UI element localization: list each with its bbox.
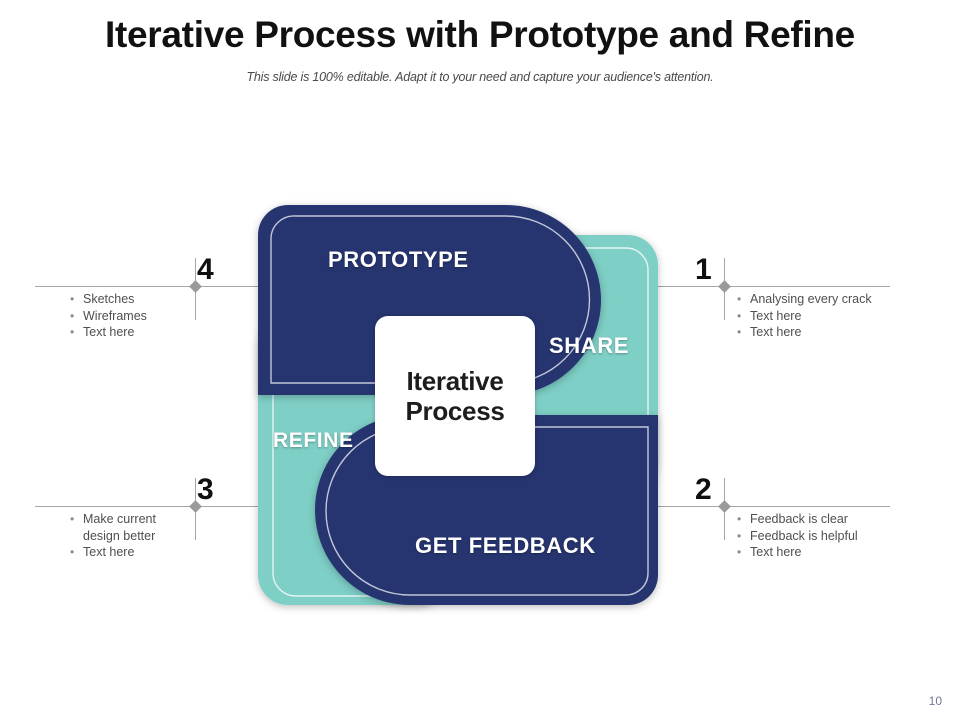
bullet-text: Feedback is helpful [750,528,858,543]
center-card-line1: Iterative [406,366,504,396]
list-item: • Text here [70,544,188,561]
pinwheel-svg [258,205,658,605]
list-item: • Text here [737,324,897,341]
iterative-process-diagram: PROTOTYPE SHARE GET FEEDBACK REFINE Iter… [248,195,668,615]
list-item: • Analysing every crack [737,291,897,308]
bullet-text: Sketches [83,292,135,306]
step-bullets-4: • Sketches • Wireframes • Text here [70,291,190,341]
bullet-text: Text here [750,325,802,339]
list-item: • Text here [737,544,897,561]
bullet-glyph: • [70,308,75,323]
bullet-glyph: • [737,545,742,559]
bullet-text: Text here [83,545,135,559]
list-item: • Feedback is helpful [737,528,897,545]
bullet-glyph: • [737,292,742,306]
list-item: • Text here [737,308,897,325]
bullet-glyph: • [737,528,742,543]
step-number-1: 1 [695,253,712,286]
list-item: • Make current design better [70,511,188,544]
connector-marker-step2 [718,500,731,513]
bullet-text: Analysing every crack [750,292,872,306]
step-number-2: 2 [695,473,712,506]
step-bullets-2: • Feedback is clear • Feedback is helpfu… [737,511,897,561]
center-card-line2: Process [405,396,505,426]
connector-marker-step1 [718,280,731,293]
step-bullets-3: • Make current design better • Text here [70,511,188,561]
bullet-text: Feedback is clear [750,512,848,526]
step-number-4: 4 [197,253,214,286]
step-number-3: 3 [197,473,214,506]
list-item: • Text here [70,324,190,341]
bullet-glyph: • [737,308,742,323]
page-title: Iterative Process with Prototype and Ref… [105,14,855,55]
bullet-text: Text here [750,545,802,559]
list-item: • Feedback is clear [737,511,897,528]
bullet-text: Text here [83,325,135,339]
bullet-glyph: • [70,512,75,526]
arm-label-share: SHARE [549,333,630,358]
bullet-glyph: • [70,545,75,559]
bullet-text: Text here [750,308,802,323]
page-subtitle: This slide is 100% editable. Adapt it to… [246,70,714,84]
bullet-glyph: • [737,512,742,526]
bullet-glyph: • [70,325,75,339]
bullet-text: Make current design better [83,512,156,543]
arm-label-refine: REFINE [273,429,354,452]
diagram-center-card[interactable]: Iterative Process [375,316,535,476]
center-card-text: Iterative Process [405,366,504,426]
step-bullets-1: • Analysing every crack • Text here • Te… [737,291,897,341]
arm-label-get-feedback: GET FEEDBACK [415,533,596,558]
bullet-glyph: • [737,325,742,339]
bullet-glyph: • [70,292,75,306]
page-number: 10 [928,694,942,708]
arm-label-prototype: PROTOTYPE [328,247,469,272]
list-item: • Sketches [70,291,190,308]
bullet-text: Wireframes [83,308,147,323]
list-item: • Wireframes [70,308,190,325]
